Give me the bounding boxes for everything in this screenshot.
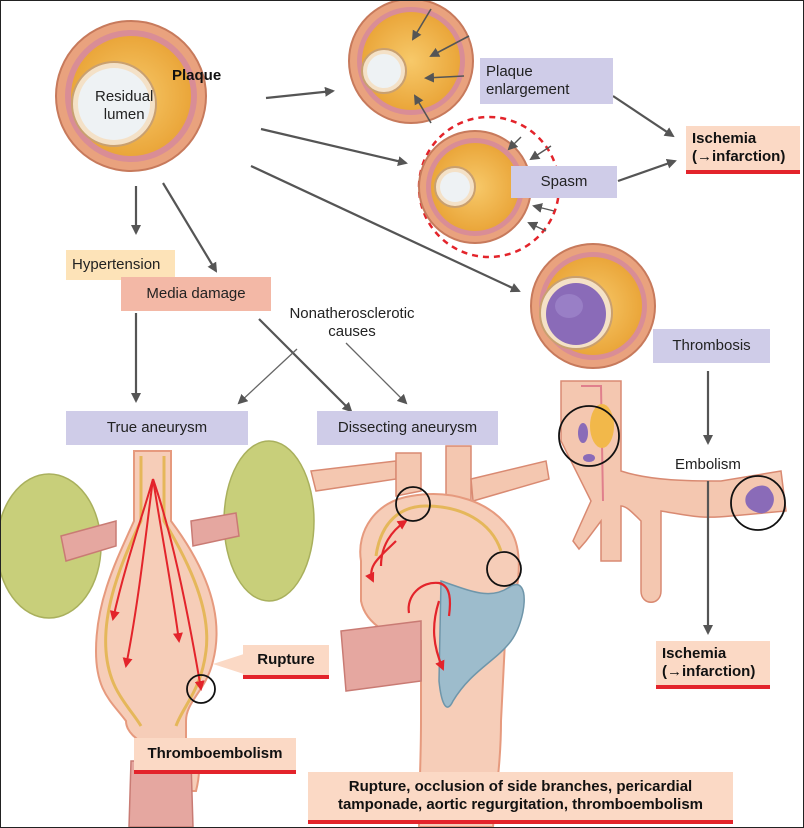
- rupture-pointer: [213, 651, 247, 677]
- rupture-box: Rupture: [243, 645, 329, 679]
- media-damage-label: Media damage: [146, 285, 245, 303]
- dissecting-aneurysm-label: Dissecting aneurysm: [338, 419, 477, 437]
- thrombosis-label: Thrombosis: [672, 337, 750, 355]
- ischemia-bottom-box: Ischemia (→infarction): [656, 641, 770, 689]
- embolism-label: Embolism: [675, 456, 741, 474]
- hypertension-label: Hypertension: [72, 256, 160, 274]
- residual-lumen-label: Residual lumen: [95, 88, 153, 124]
- ischemia-top-box: Ischemia (→infarction): [686, 126, 800, 174]
- vessel-embolism-illustration: [559, 381, 786, 602]
- thromboembolism-box: Thromboembolism: [134, 738, 296, 774]
- ischemia-bottom-label: Ischemia (→infarction): [662, 645, 755, 681]
- artery-cross-section-thrombosis: [531, 244, 655, 368]
- ischemia-top-label: Ischemia (→infarction): [692, 130, 785, 166]
- spasm-box: Spasm: [511, 166, 617, 198]
- bottom-outcome-box: Rupture, occlusion of side branches, per…: [308, 772, 733, 824]
- thromboembolism-label: Thromboembolism: [147, 745, 282, 763]
- plaque-enlargement-label: Plaque enlargement: [486, 63, 569, 99]
- dissecting-aneurysm-illustration: [311, 446, 549, 827]
- hypertension-box: Hypertension: [66, 250, 175, 280]
- thin-arrows: [239, 343, 406, 403]
- artery-cross-section-enlargement: [349, 1, 473, 123]
- plaque-label: Plaque: [172, 67, 221, 85]
- rupture-label: Rupture: [257, 651, 315, 669]
- thrombosis-box: Thrombosis: [653, 329, 770, 363]
- bottom-outcome-label: Rupture, occlusion of side branches, per…: [338, 778, 703, 814]
- spasm-label: Spasm: [541, 173, 588, 191]
- plaque-enlargement-box: Plaque enlargement: [480, 58, 613, 104]
- true-aneurysm-label: True aneurysm: [107, 419, 207, 437]
- dissecting-aneurysm-box: Dissecting aneurysm: [317, 411, 498, 445]
- true-aneurysm-box: True aneurysm: [66, 411, 248, 445]
- nonatherosclerotic-causes-label: Nonatherosclerotic causes: [287, 305, 417, 341]
- media-damage-box: Media damage: [121, 277, 271, 311]
